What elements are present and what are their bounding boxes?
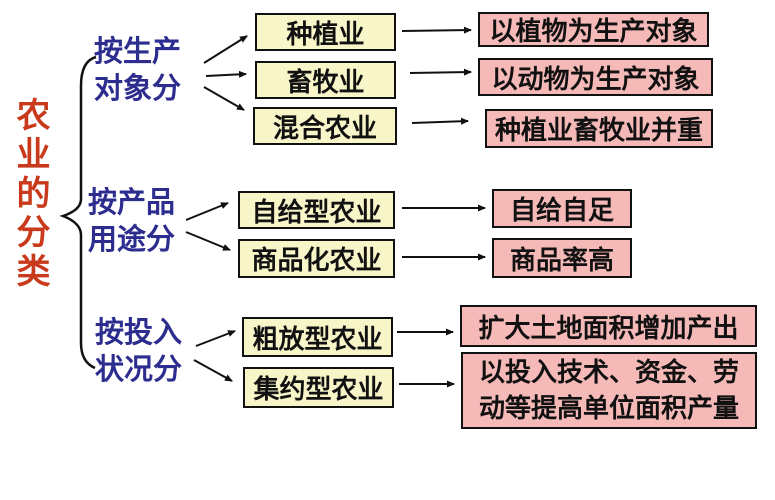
arrow-g2-to-subsistence: [185, 202, 229, 221]
arrow-planting-to-desc: [401, 26, 472, 34]
category-label-line: 按生产: [94, 34, 182, 68]
arrow-g3-to-extensive: [195, 330, 236, 347]
type-box-extensive: 粗放型农业: [242, 317, 393, 357]
type-box-mixed: 混合农业: [253, 107, 397, 145]
arrow-g1-to-husbandry: [205, 70, 247, 78]
desc-box-extensive: 扩大土地面积增加产出: [460, 305, 757, 347]
type-box-husbandry: 畜牧业: [255, 61, 396, 99]
category-label-line: 按投入: [95, 315, 183, 349]
desc-box-mixed: 种植业畜牧业并重: [485, 109, 713, 148]
desc-box-planting: 以植物为生产对象: [478, 12, 709, 47]
arrow-mixed-to-desc: [411, 117, 469, 125]
category-label-line: 对象分: [94, 71, 182, 105]
category-label-by-production-object: 按生产 对象分: [94, 33, 181, 107]
type-box-commercial: 商品化农业: [238, 239, 395, 278]
category-label-line: 按产品: [88, 185, 176, 219]
type-box-subsistence: 自给型农业: [238, 191, 395, 229]
arrow-g3-to-intensive: [193, 359, 233, 382]
type-box-planting: 种植业: [255, 13, 396, 51]
arrow-g2-to-commercial: [185, 231, 231, 251]
desc-box-commercial: 商品率高: [492, 238, 632, 278]
category-label-line: 用途分: [88, 222, 176, 256]
desc-box-subsistence: 自给自足: [492, 189, 632, 228]
arrow-g1-to-mixed: [203, 86, 245, 111]
desc-box-husbandry: 以动物为生产对象: [478, 58, 713, 96]
arrow-husbandry-to-desc: [409, 68, 472, 76]
category-label-line: 状况分: [95, 352, 183, 386]
type-box-intensive: 集约型农业: [243, 367, 394, 408]
category-label-by-product-use: 按产品 用途分: [88, 184, 175, 258]
category-label-by-input-level: 按投入 状况分: [95, 314, 182, 388]
desc-line: 动等提高单位面积产量: [478, 393, 739, 424]
diagram-root-title: 农业的分类: [10, 97, 50, 292]
arrow-g1-to-planting: [203, 35, 248, 64]
desc-line: 以投入技术、资金、劳: [478, 357, 739, 388]
desc-box-intensive: 以投入技术、资金、劳 动等提高单位面积产量: [461, 352, 757, 429]
